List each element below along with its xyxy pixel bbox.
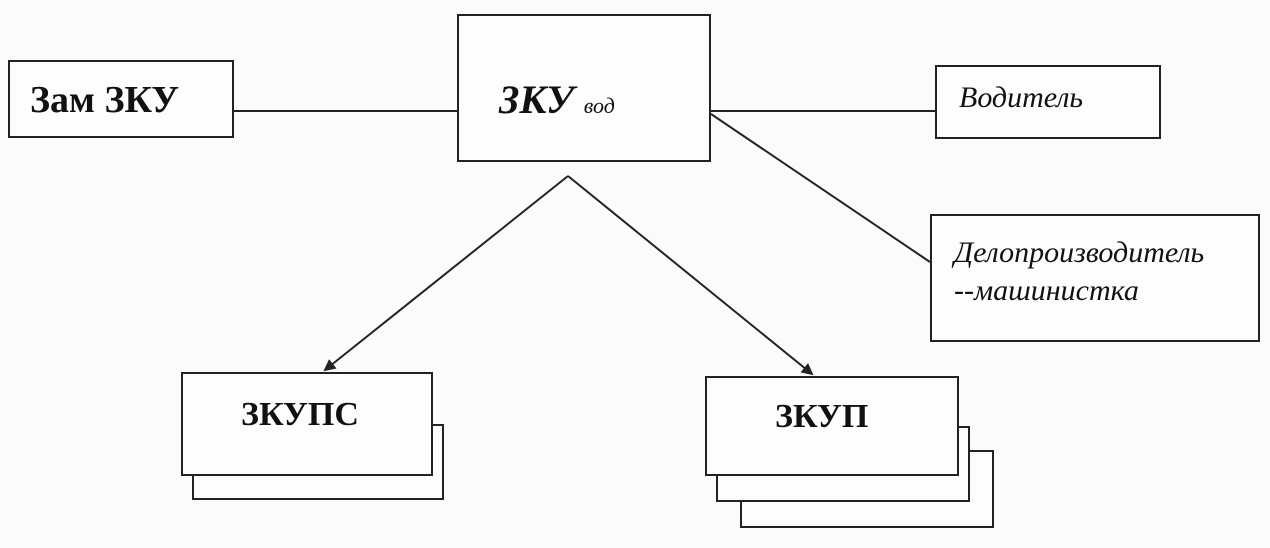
zkup-label: ЗКУП bbox=[775, 398, 869, 435]
zkups-label: ЗКУПС bbox=[241, 396, 359, 433]
driver-box: Водитель bbox=[935, 65, 1161, 139]
deputy-head-box: Зам ЗКУ bbox=[8, 60, 234, 138]
clerk-label-line2: --машинистка bbox=[954, 274, 1139, 307]
arrow-head-zkups bbox=[323, 175, 569, 372]
zkups-box: ЗКУПС bbox=[181, 372, 433, 476]
link-head-clerk bbox=[710, 113, 931, 263]
clerk-label: Делопроизводитель --машинистка bbox=[954, 234, 1204, 310]
head-subscript: вод bbox=[583, 93, 615, 118]
head-label-wrap: ЗКУ вод bbox=[499, 76, 615, 123]
head-label: ЗКУ bbox=[499, 77, 574, 122]
clerk-box: Делопроизводитель --машинистка bbox=[930, 214, 1260, 342]
deputy-head-label: Зам ЗКУ bbox=[30, 79, 180, 121]
zkup-box: ЗКУП bbox=[705, 376, 959, 476]
head-box: ЗКУ вод bbox=[457, 14, 711, 162]
clerk-label-line1: Делопроизводитель bbox=[954, 236, 1205, 269]
arrow-head-zkup bbox=[567, 175, 814, 376]
driver-label: Водитель bbox=[959, 81, 1084, 114]
